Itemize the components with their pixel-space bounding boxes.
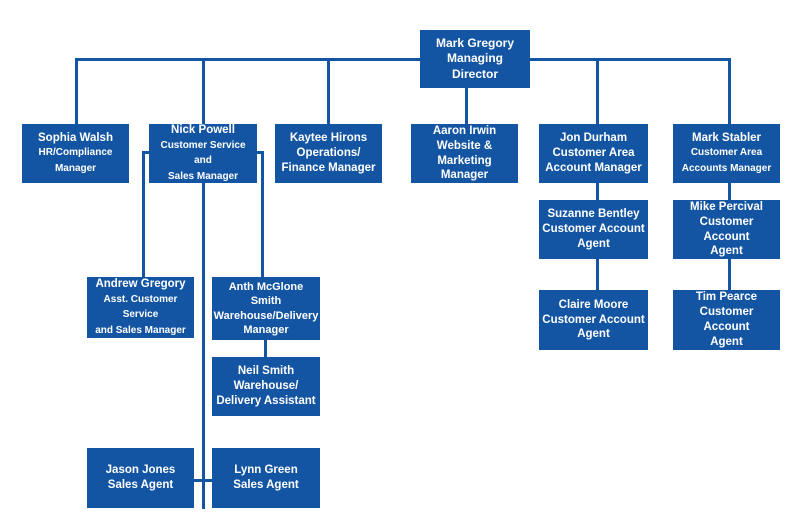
node-suzanne-bentley: Suzanne Bentley Customer Account Agent [539, 200, 648, 259]
connector-suzanne-to-claire [596, 259, 599, 290]
node-role-line-2: Account Manager [545, 161, 642, 174]
node-role-line-1: Operations/ [296, 147, 361, 160]
node-sophia-walsh: Sophia Walsh HR/Compliance Manager [22, 124, 129, 183]
connector-nick-trunk [202, 183, 205, 509]
node-role-line-1: Customer Account [699, 215, 754, 243]
node-role-line-1: Warehouse/ [233, 380, 299, 393]
node-role: Sales Agent [233, 479, 299, 491]
node-name: Suzanne Bentley [547, 208, 640, 221]
node-lynn-green: Lynn Green Sales Agent [212, 448, 320, 508]
node-role-line-2: Accounts Manager [681, 162, 772, 174]
connector-anth-mcglone-smith [261, 151, 264, 277]
node-name: Jason Jones [105, 464, 176, 477]
node-name: Mark Stabler [691, 131, 762, 144]
node-role-line-1: Customer Area [690, 147, 763, 159]
node-tim-pearce: Tim Pearce Customer Account Agent [673, 290, 780, 350]
connector-nick-left-bracket-h [142, 151, 150, 154]
node-name: Claire Moore [558, 298, 629, 311]
node-neil-smith: Neil Smith Warehouse/ Delivery Assistant [212, 357, 320, 416]
node-role: Sales Agent [107, 479, 174, 491]
connector-mike-to-tim [728, 259, 731, 290]
node-role-line-2: Agent [577, 237, 610, 250]
node-kaytee-hirons: Kaytee Hirons Operations/ Finance Manage… [275, 124, 382, 183]
connector-top-horizontal [75, 58, 731, 61]
connector-nick-powell [202, 58, 205, 124]
node-mike-percival: Mike Percival Customer Account Agent [673, 200, 780, 259]
node-mark-gregory: Mark Gregory Managing Director [420, 30, 530, 88]
node-anth-mcglone-smith: Anth McGlone Smith Warehouse/Delivery Ma… [212, 277, 320, 340]
node-andrew-gregory: Andrew Gregory Asst. Customer Service an… [87, 277, 194, 338]
node-mark-stabler: Mark Stabler Customer Area Accounts Mana… [673, 124, 780, 183]
node-role-line-1: Warehouse/Delivery [213, 309, 319, 322]
node-role-line-1: Customer Account [542, 223, 645, 236]
node-name: Nick Powell [171, 123, 235, 136]
connector-mark-stabler [728, 58, 731, 124]
node-role-line-1: Asst. Customer Service [103, 293, 178, 321]
node-name: Neil Smith [237, 365, 295, 378]
node-role-line-2: and Sales Manager [95, 324, 186, 336]
node-role-line-2: Agent [710, 245, 743, 258]
node-nick-powell: Nick Powell Customer Service and Sales M… [149, 124, 257, 183]
connector-jon-durham [596, 58, 599, 124]
connector-jon-to-suzanne [596, 182, 599, 200]
node-role-line-1: Website & [436, 139, 493, 152]
node-name: Andrew Gregory [95, 277, 186, 290]
node-name: Mike Percival [690, 200, 763, 213]
connector-sales-agents-h [193, 479, 213, 482]
node-role-line-1: Customer Account [542, 313, 645, 326]
node-role-line-2: Agent [710, 335, 743, 348]
node-name: Mark Gregory [435, 35, 515, 50]
node-name: Sophia Walsh [38, 131, 113, 144]
connector-neil-smith [264, 340, 267, 357]
node-name: Lynn Green [234, 464, 298, 477]
node-role-line-1: Customer Service and [160, 139, 246, 167]
node-role-line-2: Finance Manager [281, 161, 376, 174]
node-claire-moore: Claire Moore Customer Account Agent [539, 290, 648, 350]
connector-mark-stabler-to-mike [728, 182, 731, 200]
connector-nick-right-bracket-h [256, 151, 264, 154]
node-role: Managing Director [447, 51, 503, 81]
node-role-line-2: Sales Manager [167, 170, 239, 182]
node-aaron-irwin: Aaron Irwin Website & Marketing Manager [411, 124, 518, 183]
node-name: Jon Durham [559, 132, 628, 145]
node-jon-durham: Jon Durham Customer Area Account Manager [539, 124, 648, 183]
connector-kaytee-hirons [327, 58, 330, 124]
node-name: Tim Pearce [695, 291, 758, 304]
node-role-line-1: Customer Area [552, 147, 635, 160]
connector-andrew-gregory [142, 151, 145, 277]
node-name: Kaytee Hirons [289, 132, 368, 145]
connector-aaron-irwin [465, 88, 468, 124]
node-role-line-1: HR/Compliance [38, 147, 113, 159]
connector-sophia-walsh [75, 58, 78, 124]
node-role-line-2: Delivery Assistant [216, 394, 316, 407]
node-name: Anth McGlone Smith [228, 280, 304, 308]
node-role-line-2: Marketing Manager [437, 154, 492, 182]
node-role-line-1: Customer Account [699, 306, 754, 333]
node-jason-jones: Jason Jones Sales Agent [87, 448, 194, 508]
node-name: Aaron Irwin [432, 124, 497, 137]
node-role-line-2: Manager [54, 162, 97, 174]
node-role-line-2: Agent [577, 328, 610, 341]
node-role-line-2: Manager [243, 323, 289, 336]
